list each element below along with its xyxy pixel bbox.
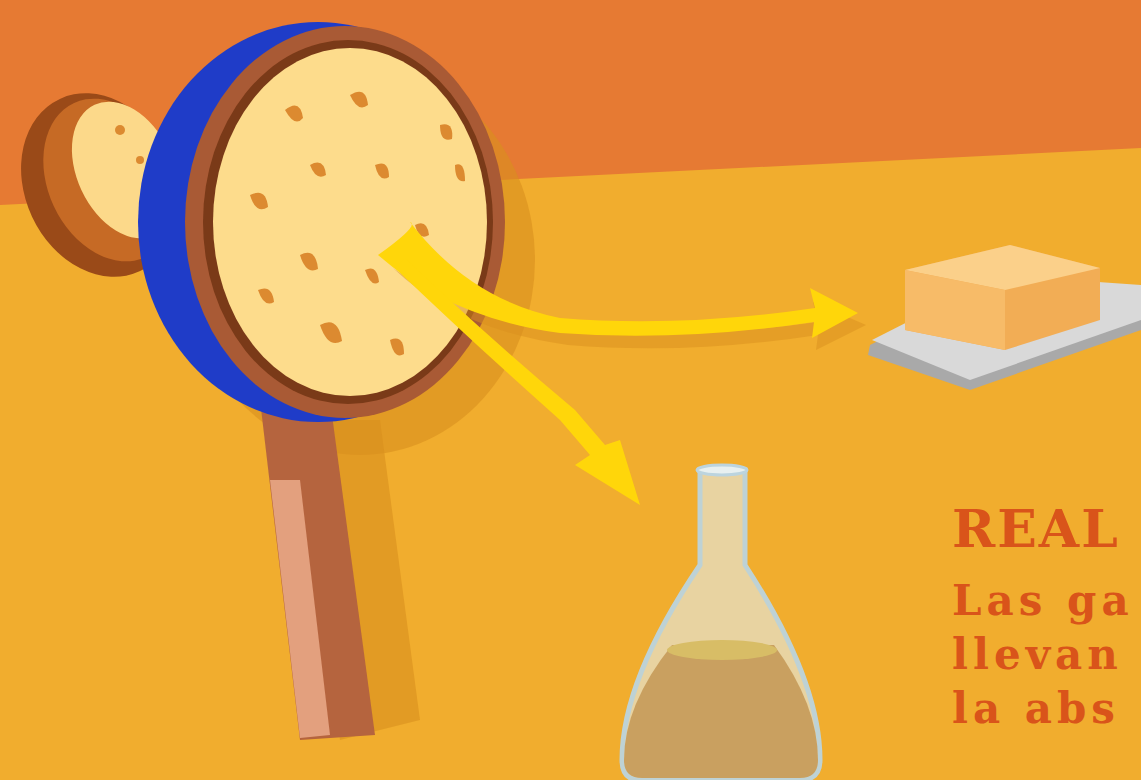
heading-text: REAL <box>952 503 1120 555</box>
magnifier-handle <box>260 400 375 740</box>
body-text: Las ga <box>952 580 1134 622</box>
body-text: llevan <box>952 634 1123 676</box>
arrows <box>378 222 866 505</box>
flask <box>622 465 820 780</box>
magnifier <box>138 22 505 422</box>
body-text: la abs <box>952 688 1120 730</box>
butter <box>868 245 1141 390</box>
